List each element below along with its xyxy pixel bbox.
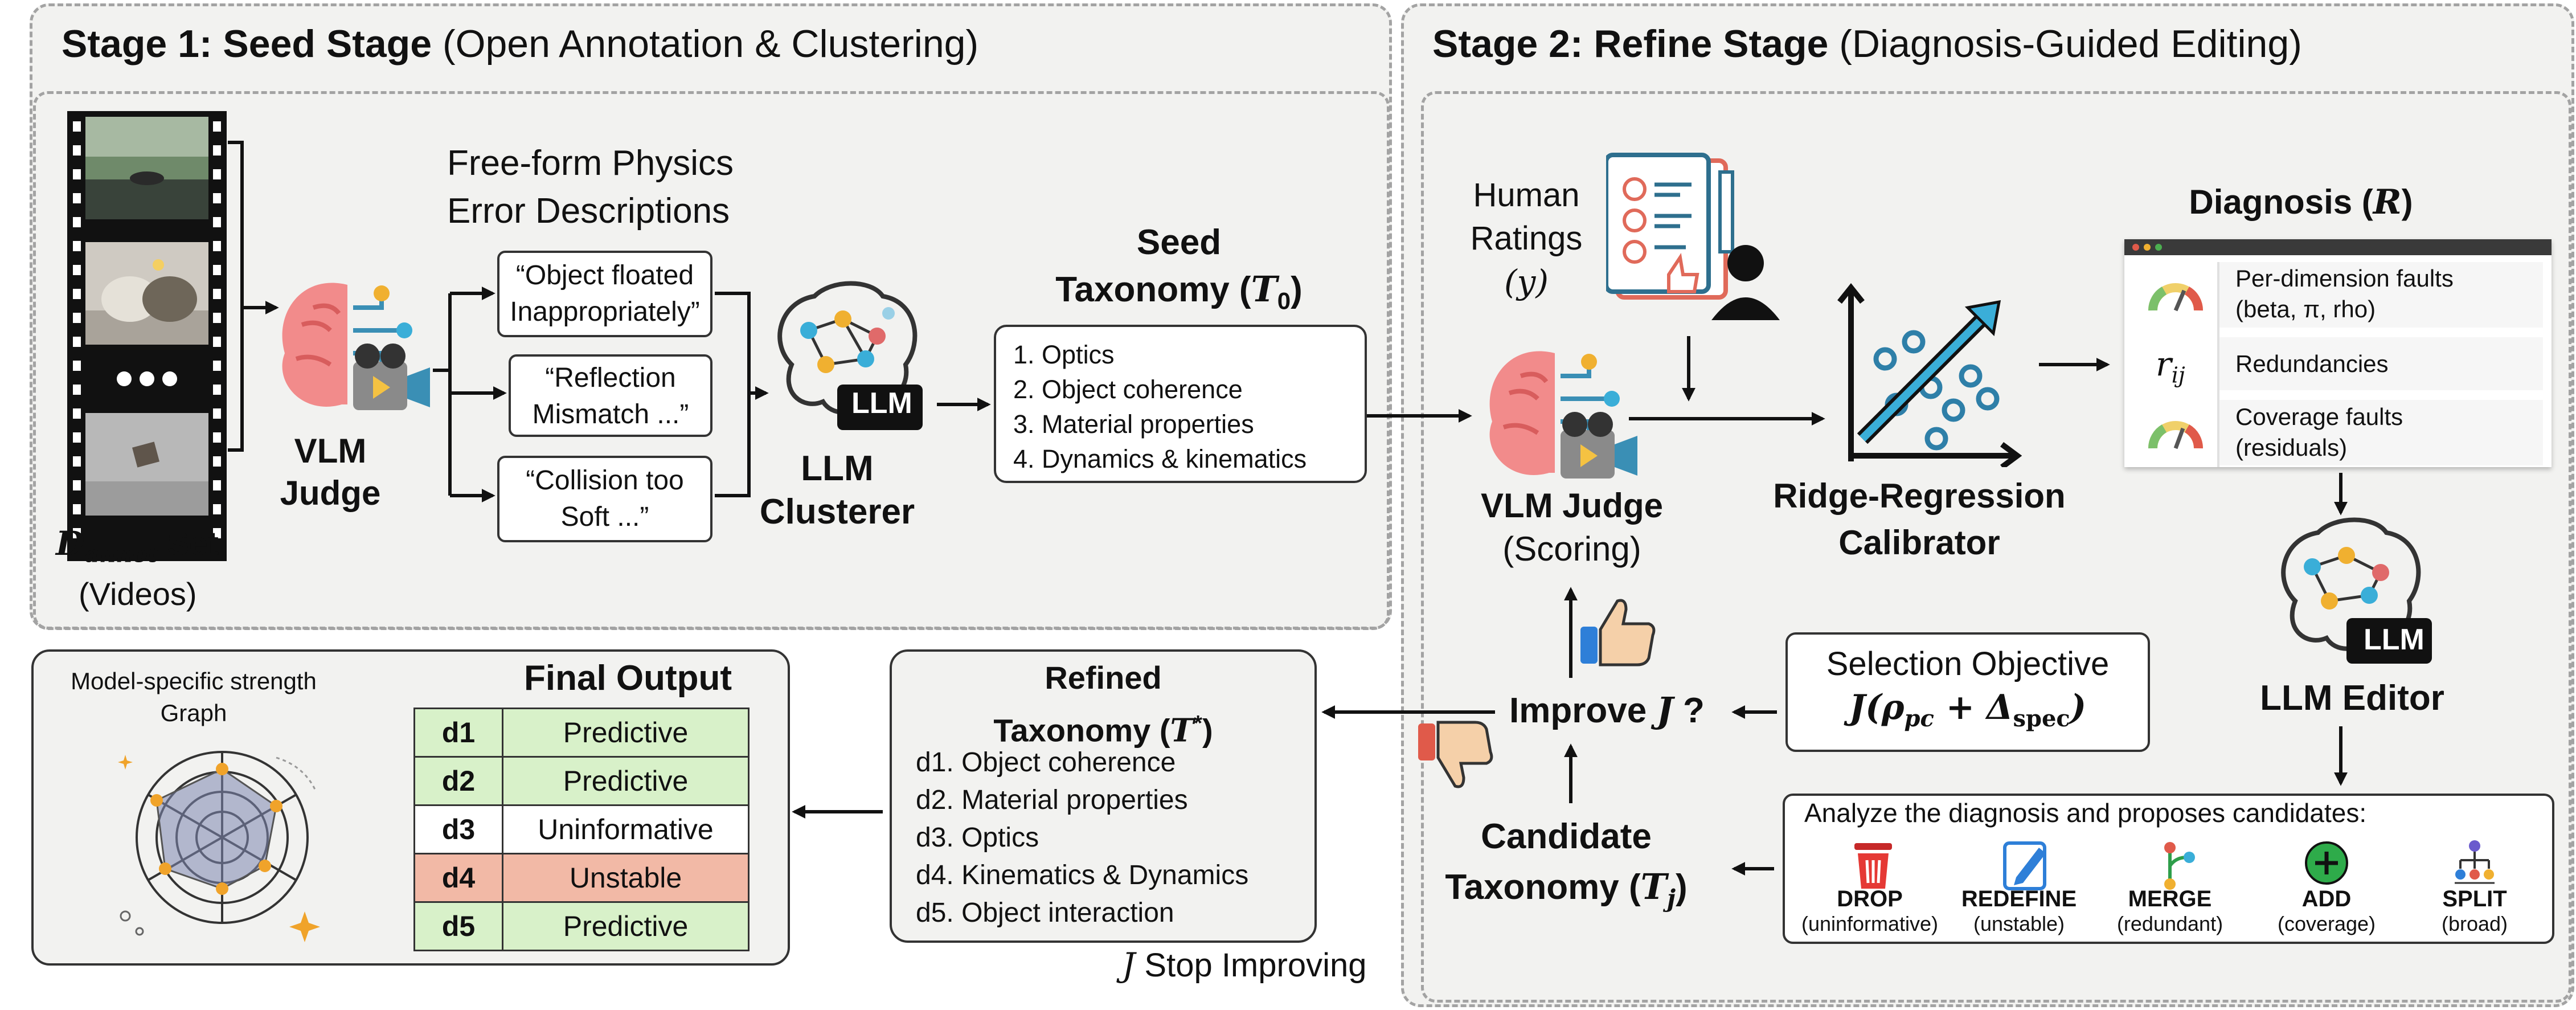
analyze-label: Analyze the diagnosis and proposes candi…: [1804, 798, 2367, 828]
add-icon: [2305, 841, 2348, 885]
final-output-title: Final Output: [524, 659, 732, 698]
trash-icon: [1854, 843, 1892, 889]
radar-chart-icon: [105, 735, 345, 957]
final-output-table: d1 Predictive d2 Predictive d3 Uninforma…: [413, 708, 750, 951]
thumbs-down-icon: [1415, 718, 1495, 792]
final-row-label: Unstable: [502, 853, 750, 903]
final-row-label: Predictive: [502, 708, 750, 758]
stage2-title: Stage 2: Refine Stage (Diagnosis-Guided …: [1432, 22, 2302, 66]
pencil-icon: [2003, 841, 2046, 890]
table-row: d2 Predictive: [413, 756, 750, 806]
improve-j-label: Improve J ?: [1509, 689, 1705, 731]
seed-taxonomy-title: Seed Taxonomy (T0): [1055, 223, 1303, 314]
llm-editor-brain-icon: [2272, 516, 2438, 666]
refined-item: d5. Object interaction: [916, 898, 1174, 928]
final-row-id: d3: [413, 804, 503, 854]
stage1-title: Stage 1: Seed Stage (Open Annotation & C…: [62, 22, 979, 66]
rij-symbol: rij: [2156, 345, 2185, 388]
vlm-judge-icon: [268, 262, 433, 427]
dataset-label: Dannot Set: [56, 524, 219, 568]
table-row: d5 Predictive: [413, 901, 750, 951]
dataset-sub: (Videos): [79, 576, 197, 612]
llm-badge-stage2: LLM: [2364, 623, 2425, 656]
clipboard-rating-icon: [1606, 149, 1794, 326]
seed-item: 4. Dynamics & kinematics: [1013, 444, 1307, 473]
op-redefine: REDEFINE(unstable): [1961, 886, 2077, 935]
final-row-label: Predictive: [502, 756, 750, 806]
op-icons: [1783, 832, 2554, 894]
seed-item: 2. Object coherence: [1013, 375, 1243, 404]
final-row-label: Uninformative: [502, 804, 750, 854]
final-row-id: d4: [413, 853, 503, 903]
diag-redundancy-text: Redundancies: [2235, 350, 2389, 377]
diagnosis-title: Diagnosis (R): [2189, 182, 2413, 222]
seed-item: 3. Material properties: [1013, 410, 1254, 439]
refined-taxonomy-title: Refined Taxonomy (T*): [993, 660, 1213, 750]
merge-icon: [2164, 842, 2195, 890]
split-icon: [2455, 840, 2495, 884]
op-split: SPLIT(broad): [2441, 886, 2508, 935]
diag-coverage-text: Coverage faults(residuals): [2235, 403, 2403, 461]
refined-item: d1. Object coherence: [916, 747, 1176, 778]
vlm-judge-scoring-label: VLM Judge(Scoring): [1480, 486, 1663, 568]
video-film-strip: [67, 111, 227, 561]
thumbs-up-icon: [1578, 595, 1657, 669]
final-row-id: d5: [413, 901, 503, 951]
refined-item: d3. Optics: [916, 823, 1039, 853]
refined-items: d1. Object coherence d2. Material proper…: [916, 744, 1248, 932]
refined-taxonomy-box: [890, 649, 1317, 943]
selection-objective-box: Selection Objective J(ρpc + Δspec): [1785, 632, 2150, 752]
diag-faults-text: Per-dimension faults(beta, π, rho): [2235, 265, 2454, 322]
stage2-inner-panel: [1421, 91, 2571, 1003]
selection-formula: J(ρpc + Δspec): [1849, 688, 2087, 732]
seed-taxonomy-box: 1. Optics 2. Object coherence 3. Materia…: [994, 325, 1367, 483]
table-row: d3 Uninformative: [413, 804, 750, 854]
llm-brain-network-icon: [769, 279, 934, 433]
op-add: ADD(coverage): [2277, 886, 2376, 935]
table-row: d4 Unstable: [413, 853, 750, 903]
final-row-id: d1: [413, 708, 503, 758]
seed-item: 1. Optics: [1013, 340, 1115, 369]
final-row-label: Predictive: [502, 901, 750, 951]
refined-item: d2. Material properties: [916, 785, 1188, 815]
stage1-inner-panel: [33, 91, 1390, 629]
regression-plot-icon: [1834, 279, 2022, 467]
stop-improving-label: J Stop Improving: [1122, 946, 1367, 984]
diag-gauges: [2133, 262, 2543, 467]
op-merge: MERGE(redundant): [2116, 886, 2223, 935]
op-drop: DROP(uninformative): [1801, 886, 1939, 935]
candidate-taxonomy-label: Candidate Taxonomy (Tj): [1445, 817, 1688, 913]
llm-badge-stage1: LLM: [851, 387, 912, 420]
table-row: d1 Predictive: [413, 708, 750, 758]
final-row-id: d2: [413, 756, 503, 806]
refined-item: d4. Kinematics & Dynamics: [916, 860, 1249, 890]
vlm-judge-scoring-icon: [1475, 342, 1640, 490]
llm-editor-label: LLM Editor: [2260, 678, 2444, 718]
